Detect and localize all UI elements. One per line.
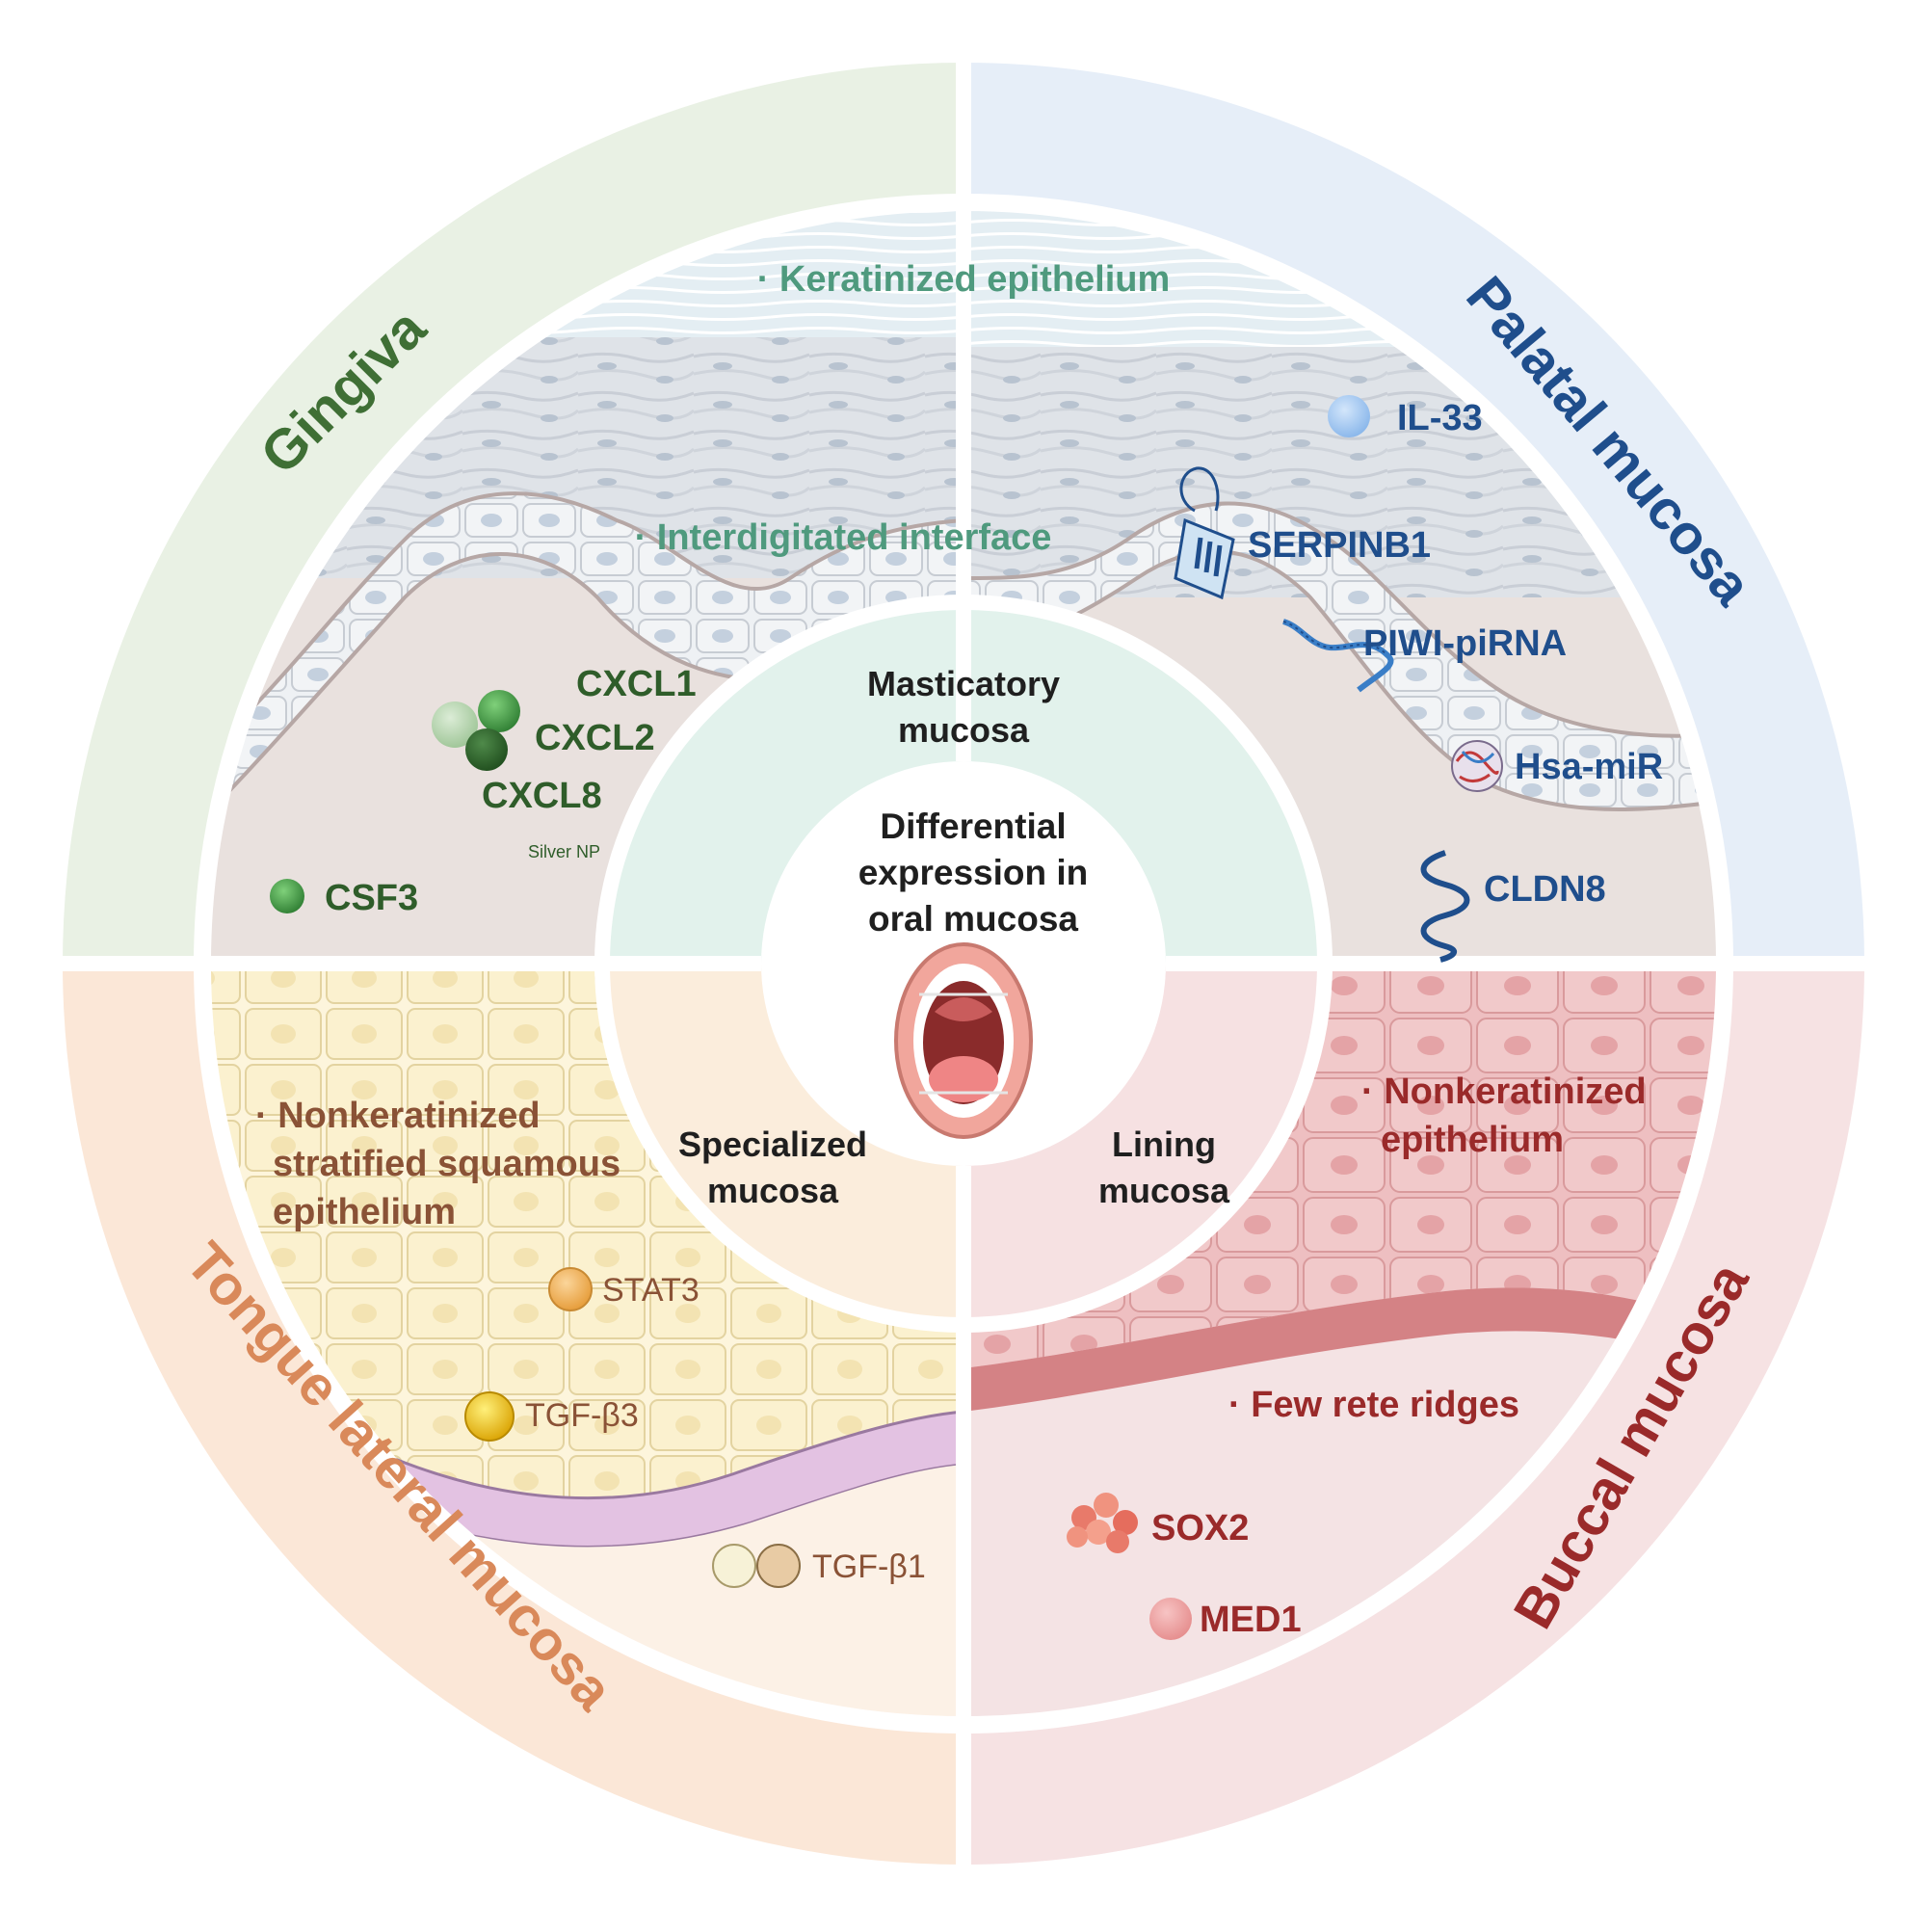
gingiva-markers: CXCL1 CXCL2 CXCL8 CSF3 Silver NP: [270, 664, 697, 918]
tgfb1-tan-sphere-icon: [756, 1544, 801, 1588]
marker-il33: IL-33: [1397, 398, 1483, 438]
masticatory-label-1: Masticatory: [867, 664, 1060, 703]
tongue-markers: STAT3 TGF-β3 TGF-β1: [464, 1267, 926, 1588]
cxcl-dark-sphere-icon: [465, 728, 508, 771]
dividers: [58, 58, 1869, 1869]
lining-label-1: Lining: [1112, 1125, 1216, 1164]
marker-csf3: CSF3: [325, 878, 418, 918]
marker-silver-np: Silver NP: [528, 842, 600, 861]
marker-piwi: PIWI-piRNA: [1363, 623, 1567, 664]
specialized-label-2: mucosa: [707, 1171, 839, 1210]
marker-mir: Hsa-miR: [1515, 747, 1663, 787]
il33-sphere-icon: [1328, 395, 1370, 437]
stat3-sphere-icon: [548, 1267, 593, 1311]
med1-sphere-icon: [1149, 1598, 1192, 1640]
mirna-icon: [1451, 740, 1503, 792]
buccal-markers: SOX2 MED1: [1067, 1493, 1302, 1640]
center-title: Differential expression in oral mucosa: [858, 807, 1089, 939]
cldn8-protein-icon: [1420, 850, 1470, 963]
cxcl-pale-sphere-icon: [432, 701, 478, 748]
center-title-line-3: oral mucosa: [868, 899, 1078, 939]
specialized-label-1: Specialized: [678, 1125, 867, 1164]
center-title-line-1: Differential: [880, 807, 1066, 846]
marker-cldn8: CLDN8: [1484, 869, 1606, 910]
marker-serpinb1: SERPINB1: [1248, 525, 1431, 566]
marker-tgfb1: TGF-β1: [812, 1548, 926, 1585]
sox2-cluster-icon: [1067, 1493, 1138, 1553]
marker-sox2: SOX2: [1151, 1508, 1249, 1548]
cxcl-green-sphere-icon: [478, 690, 520, 732]
feature-tongue-epi-1: · Nonkeratinized: [255, 1096, 541, 1136]
feature-buccal-epi-1: · Nonkeratinized: [1361, 1072, 1647, 1112]
marker-stat3: STAT3: [602, 1272, 700, 1309]
marker-cxcl1: CXCL1: [576, 664, 697, 704]
feature-tongue-epi-3: epithelium: [273, 1192, 456, 1232]
marker-cxcl8: CXCL8: [482, 776, 602, 816]
tgfb1-pale-sphere-icon: [712, 1544, 756, 1588]
feature-interdigitated: · Interdigitated interface: [635, 517, 1052, 558]
feature-keratinized: · Keratinized epithelium: [757, 259, 1171, 300]
marker-tgfb3: TGF-β3: [525, 1397, 639, 1434]
center-title-line-2: expression in: [858, 853, 1089, 892]
mouth-icon: [894, 942, 1033, 1139]
feature-buccal-epi-2: epithelium: [1381, 1120, 1564, 1160]
csf3-sphere-icon: [270, 879, 304, 913]
tgfb3-sphere-icon: [464, 1391, 515, 1442]
marker-cxcl2: CXCL2: [535, 718, 655, 758]
marker-med1: MED1: [1200, 1600, 1302, 1640]
serpinb1-icon: [1174, 466, 1235, 600]
masticatory-label-2: mucosa: [898, 710, 1030, 750]
lining-label-2: mucosa: [1098, 1171, 1230, 1210]
palatal-markers: IL-33 SERPINB1 PIWI-piRNA Hsa-miR CLDN8: [1174, 395, 1663, 963]
feature-rete: · Few rete ridges: [1228, 1385, 1519, 1425]
feature-tongue-epi-2: stratified squamous: [273, 1144, 620, 1184]
